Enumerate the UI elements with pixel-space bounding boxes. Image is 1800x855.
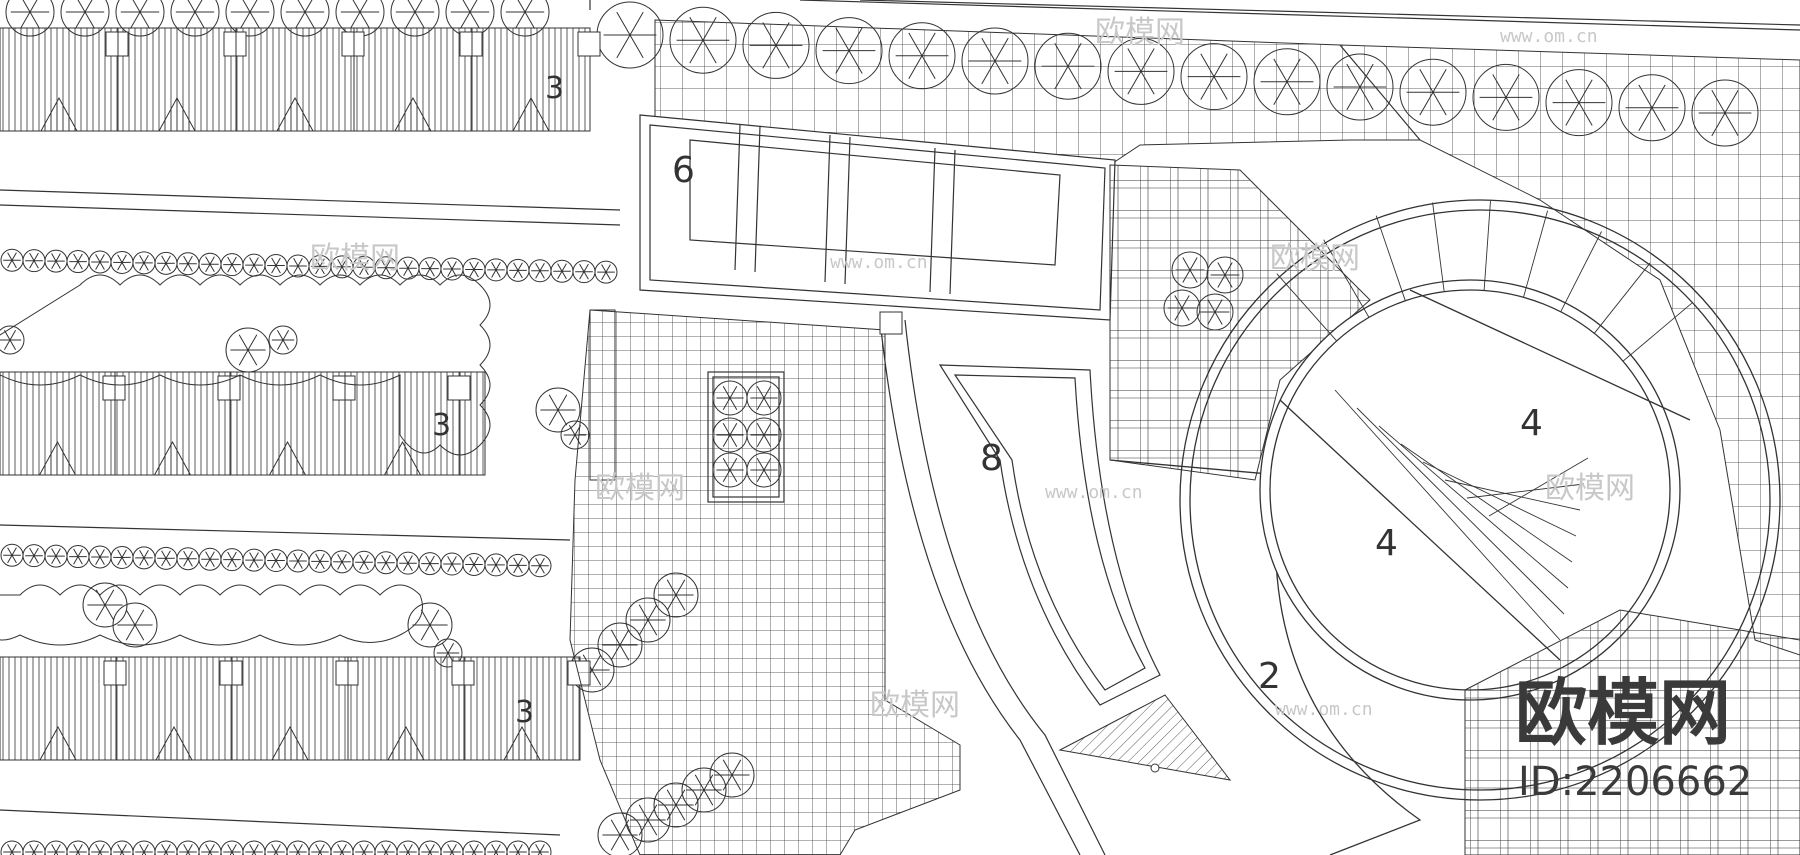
housing-block-2 [0,371,486,476]
tree-symbol [268,325,298,355]
zone-label-4a: 4 [1520,403,1543,444]
tree-symbol [82,582,128,628]
zone-labels: 6 8 4 4 2 3 3 3 [432,71,1543,730]
svg-text:欧模网: 欧模网 [595,471,685,506]
tree-symbol [1206,256,1244,294]
court-trees [1163,251,1244,331]
tree-row-lower [0,543,552,668]
pedestal [879,311,903,335]
zone-label-4b: 4 [1375,523,1398,564]
circle-steps [1276,200,1693,641]
tree-symbol [746,452,782,488]
svg-text:www.om.cn: www.om.cn [1045,482,1143,503]
zone-label-6: 6 [672,150,695,191]
tree-symbol [594,260,618,284]
housing-block-1 [0,27,601,132]
svg-text:欧模网: 欧模网 [870,688,960,723]
zone-8-terrace [879,319,1161,855]
hatched-feature [1058,694,1232,781]
svg-text:www.om.cn: www.om.cn [1275,699,1373,720]
tree-symbol [746,380,782,416]
planter-trees [712,380,782,488]
logo-id-text: ID:2206662 [1518,759,1752,805]
zone-6-pool [639,114,1116,321]
tree-symbol [407,602,453,648]
shrub-bed-lower [0,584,423,646]
tree-symbol [535,387,581,433]
svg-text:www.om.cn: www.om.cn [1500,26,1598,47]
zone-label-2: 2 [1258,656,1281,697]
tree-symbol [1196,293,1234,331]
tree-symbol [528,554,552,578]
paved-lower-right [1464,609,1800,855]
brand-logo: 欧模网 ID:2206662 [1515,671,1752,805]
tree-symbol [112,602,158,648]
tree-symbol [528,840,552,855]
svg-text:欧模网: 欧模网 [1545,471,1635,506]
zone-label-8: 8 [980,438,1003,479]
svg-text:欧模网: 欧模网 [310,241,400,276]
paved-plaza [569,309,961,855]
watermarks: 欧模网 欧模网 欧模网 欧模网 欧模网 欧模网 www.om.cn www.om… [310,15,1635,723]
zone-label-3a: 3 [545,71,564,106]
housing-block-3 [0,656,591,761]
svg-text:www.om.cn: www.om.cn [830,252,928,273]
tree-symbol [1163,289,1201,327]
tree-symbol [0,325,25,355]
svg-text:欧模网: 欧模网 [1095,15,1185,50]
tree-symbol [746,417,782,453]
boundary-lines [0,0,1800,836]
svg-text:欧模网: 欧模网 [1270,241,1360,276]
zone-label-3c: 3 [515,695,534,730]
zone-label-3b: 3 [432,408,451,443]
logo-brand-text: 欧模网 [1515,671,1731,755]
shrub-bed-middle [0,274,491,456]
